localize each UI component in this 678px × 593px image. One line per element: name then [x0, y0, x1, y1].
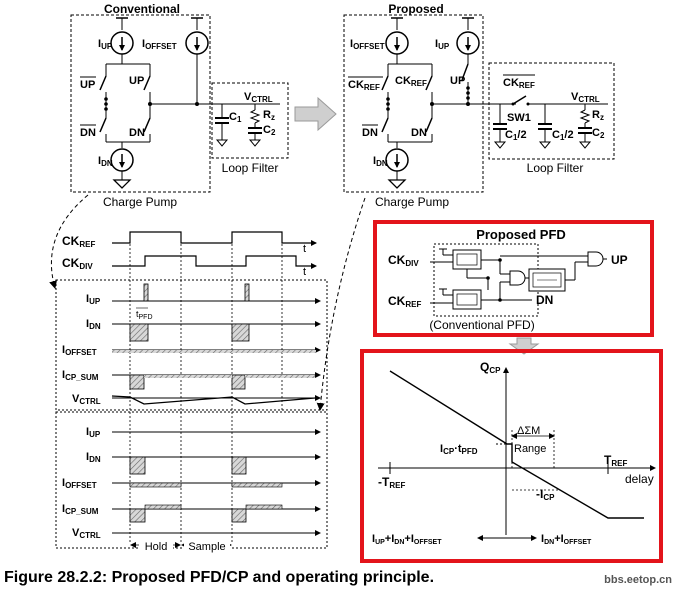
svg-text:CKDIV: CKDIV — [388, 253, 419, 268]
pfd-title: Proposed PFD — [476, 227, 566, 242]
svg-text:delay: delay — [625, 472, 654, 486]
watermark: bbs.eetop.cn — [604, 574, 672, 586]
conv-upbar-label: UP — [80, 79, 95, 91]
svg-text:t: t — [303, 266, 306, 278]
proposed-charge-pump: Proposed IOFFSET IUP — [343, 2, 516, 209]
figure-diagram: Conventional IUP IOFFSET — [49, 2, 663, 563]
svg-text:-TREF: -TREF — [378, 475, 405, 490]
svg-text:ICP_SUM: ICP_SUM — [62, 369, 99, 382]
qcp-plot: QCP ΔΣM Range ICP·tPFD TREF -TREF delay … — [360, 349, 663, 563]
svg-text:TREF: TREF — [604, 453, 627, 468]
svg-text:IUP: IUP — [435, 38, 450, 51]
svg-text:CKDIV: CKDIV — [62, 256, 93, 271]
conventional-loop-filter: VCTRL C1 Rz C2 Loop Filter — [211, 82, 289, 175]
svg-text:Rz: Rz — [263, 109, 275, 122]
svg-text:Range: Range — [514, 443, 546, 455]
svg-text:QCP: QCP — [480, 360, 501, 375]
pfd-dn-label: DN — [536, 293, 553, 307]
proposed-title: Proposed — [388, 2, 443, 16]
svg-text:IDN: IDN — [86, 318, 101, 331]
svg-text:ΔΣM: ΔΣM — [517, 425, 540, 437]
conv-up-label: UP — [129, 75, 144, 87]
conv-lf-vctrl-label: VCTRL — [244, 91, 273, 104]
svg-text:DN: DN — [362, 127, 378, 139]
svg-text:C2: C2 — [263, 124, 276, 137]
svg-text:IDN: IDN — [373, 155, 388, 168]
svg-text:CKREF: CKREF — [388, 294, 421, 309]
svg-text:CKREF: CKREF — [348, 79, 380, 92]
conv-to-timing-arrow — [49, 194, 89, 289]
svg-text:Rz: Rz — [592, 109, 604, 122]
proposed-loop-filter: CKREF SW1 VCTRL C1/2 C1/2 Rz C2 Loop — [488, 62, 615, 175]
pfd-border — [373, 220, 654, 337]
conv-ioffset-label: IOFFSET — [142, 38, 177, 51]
timing-diagram: CKREF t CKDIV t IUP tPFD IDN IOFFSET ICP… — [55, 231, 328, 553]
svg-text:VCTRL: VCTRL — [72, 393, 101, 406]
svg-text:IUP+IDN+IOFFSET: IUP+IDN+IOFFSET — [372, 533, 442, 546]
conv-cp-label: Charge Pump — [103, 195, 177, 209]
svg-text:IUP: IUP — [86, 426, 101, 439]
svg-text:t: t — [303, 243, 306, 255]
conventional-charge-pump: Conventional IUP IOFFSET — [70, 2, 240, 209]
conv-dnbar-label: DN — [80, 127, 96, 139]
svg-text:C1/2: C1/2 — [505, 129, 527, 142]
svg-text:C1: C1 — [229, 111, 242, 124]
transition-arrow-icon — [294, 96, 337, 132]
svg-text:C1/2: C1/2 — [552, 129, 574, 142]
svg-text:ICP·tPFD: ICP·tPFD — [440, 443, 478, 456]
conventional-title: Conventional — [104, 2, 180, 16]
conv-dn-label: DN — [129, 127, 145, 139]
svg-text:VCTRL: VCTRL — [72, 527, 101, 540]
svg-text:tPFD: tPFD — [136, 309, 153, 321]
figure-caption: Figure 28.2.2: Proposed PFD/CP and opera… — [4, 569, 435, 586]
svg-text:-ICP: -ICP — [536, 487, 555, 502]
pfd-up-label: UP — [611, 253, 628, 267]
prop-lf-label: Loop Filter — [527, 161, 584, 175]
proposed-pfd: Proposed PFD — [373, 220, 654, 337]
svg-text:IDN+IOFFSET: IDN+IOFFSET — [541, 533, 592, 546]
svg-text:CKREF: CKREF — [395, 75, 427, 88]
svg-text:CKREF: CKREF — [503, 77, 535, 90]
pfd-conventional-label: (Conventional PFD) — [429, 318, 534, 332]
prop-to-timing-arrow — [316, 197, 366, 411]
svg-text:DN: DN — [411, 127, 427, 139]
conv-idn-label: IDN — [98, 155, 113, 168]
svg-text:UP: UP — [450, 75, 465, 87]
sample-label: Sample — [188, 541, 225, 553]
svg-text:IOFFSET: IOFFSET — [62, 344, 97, 357]
svg-text:IOFFSET: IOFFSET — [62, 477, 97, 490]
svg-text:IDN: IDN — [86, 451, 101, 464]
svg-text:IOFFSET: IOFFSET — [350, 38, 385, 51]
svg-text:SW1: SW1 — [507, 112, 531, 124]
qcp-transfer-curve — [389, 370, 644, 519]
hold-label: Hold — [145, 541, 168, 553]
qplot-border — [360, 349, 663, 563]
conv-iup-label: IUP — [98, 38, 113, 51]
svg-text:VCTRL: VCTRL — [571, 91, 600, 104]
conv-lf-label: Loop Filter — [222, 161, 279, 175]
svg-text:C2: C2 — [592, 127, 605, 140]
prop-cp-label: Charge Pump — [375, 195, 449, 209]
svg-text:CKREF: CKREF — [62, 234, 95, 249]
svg-text:IUP: IUP — [86, 293, 101, 306]
svg-text:ICP_SUM: ICP_SUM — [62, 503, 99, 516]
